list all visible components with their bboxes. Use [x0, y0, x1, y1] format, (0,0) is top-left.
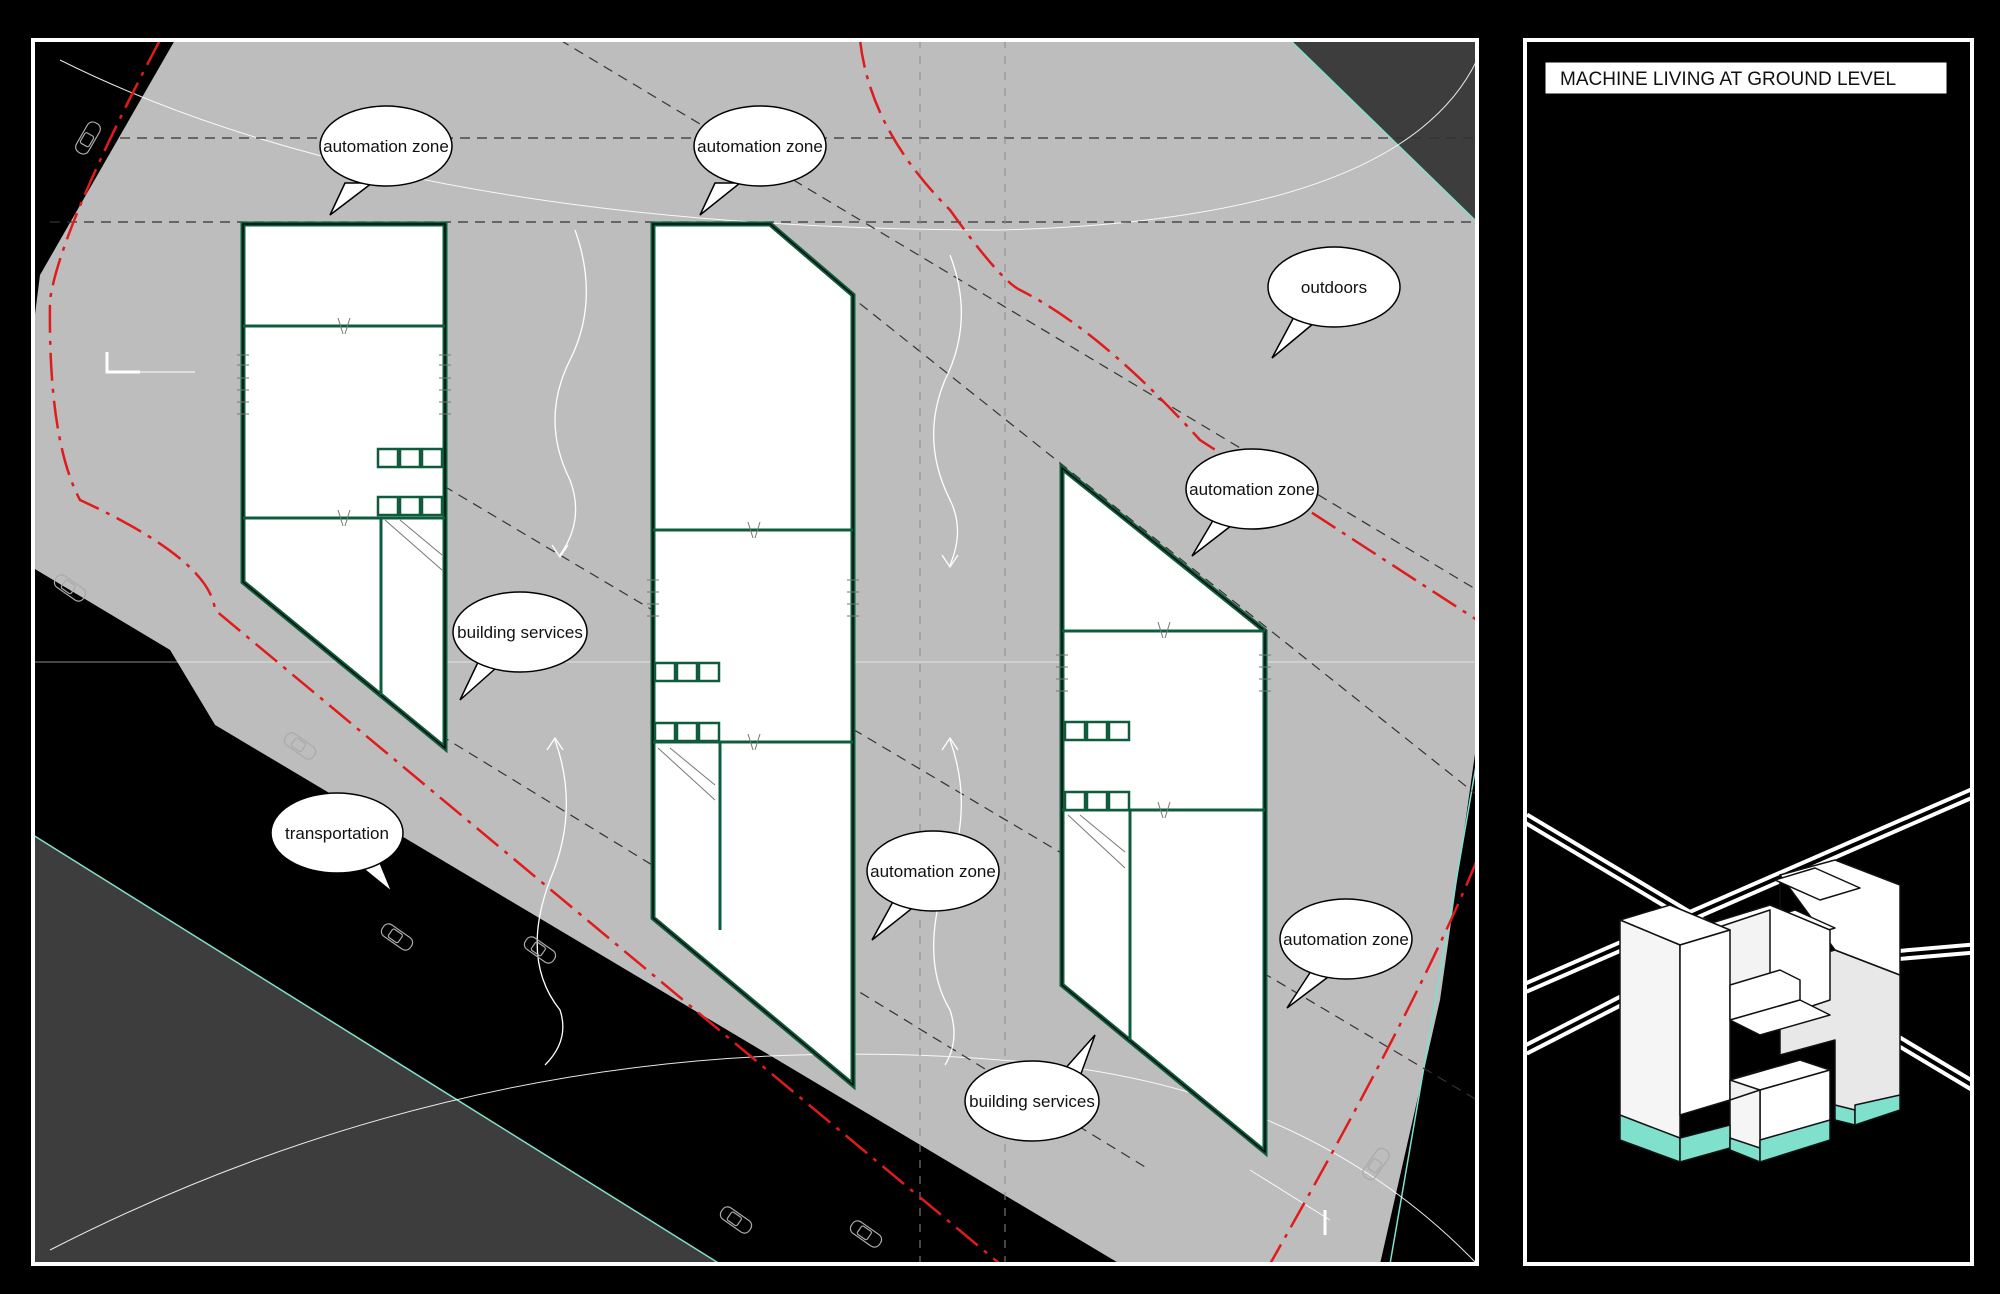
map-frame: [31, 38, 1479, 1266]
title-box: [1544, 61, 1948, 95]
label-automation-zone-5: automation zone: [1279, 898, 1413, 1009]
car-icon: [849, 1220, 883, 1248]
label-automation-zone-3: automation zone: [1185, 448, 1319, 557]
building-services-label-1: building services: [457, 623, 583, 642]
label-automation-zone-1: automation zone: [319, 105, 453, 216]
road-edge-right: [1389, 759, 1477, 1264]
automation-zone-label-2: automation zone: [697, 137, 823, 156]
building-3: [1056, 462, 1271, 1158]
label-building-services-1: building services: [452, 591, 588, 701]
car-icon: [523, 936, 557, 964]
flow-arrow-icon: [536, 229, 963, 1066]
car-icon: [719, 1206, 753, 1234]
car-icon: [283, 732, 317, 760]
site-boundary: [48, 40, 1477, 1264]
side-frame: [1523, 38, 1974, 1266]
label-transportation: transportation: [270, 792, 404, 893]
label-building-services-2: building services: [964, 1034, 1100, 1142]
car-icon: [75, 121, 101, 155]
automation-zone-label-1: automation zone: [323, 137, 449, 156]
isometric-building-icon: [1619, 859, 1901, 1163]
automation-zone-label-3: automation zone: [1189, 480, 1315, 499]
label-outdoors: outdoors: [1267, 246, 1401, 359]
grid-lines: [919, 40, 1006, 1264]
transportation-label: transportation: [285, 824, 389, 843]
panel-title: MACHINE LIVING AT GROUND LEVEL: [1560, 69, 1896, 90]
car-icon: [1362, 1147, 1390, 1181]
outdoors-label: outdoors: [1301, 278, 1367, 297]
label-automation-zone-4: automation zone: [866, 830, 1000, 941]
building-1: [237, 221, 451, 754]
automation-zone-label-5: automation zone: [1283, 930, 1409, 949]
dark-edge: [1289, 40, 1477, 223]
map-panel: automation zone automation zone outdoors…: [33, 40, 1477, 1264]
car-icon: [53, 574, 87, 602]
road-edge: [33, 834, 721, 1264]
building-services-label-2: building services: [969, 1092, 1095, 1111]
side-panel: [1525, 40, 1972, 1264]
road: [33, 568, 1120, 1264]
building-2: [647, 221, 859, 1091]
door-markers: [237, 317, 451, 571]
car-icon: [380, 923, 414, 951]
cars: [53, 121, 1390, 1248]
label-automation-zone-2: automation zone: [693, 105, 827, 216]
automation-zone-label-4: automation zone: [870, 862, 996, 881]
section-marker-icon: [105, 352, 1327, 1235]
